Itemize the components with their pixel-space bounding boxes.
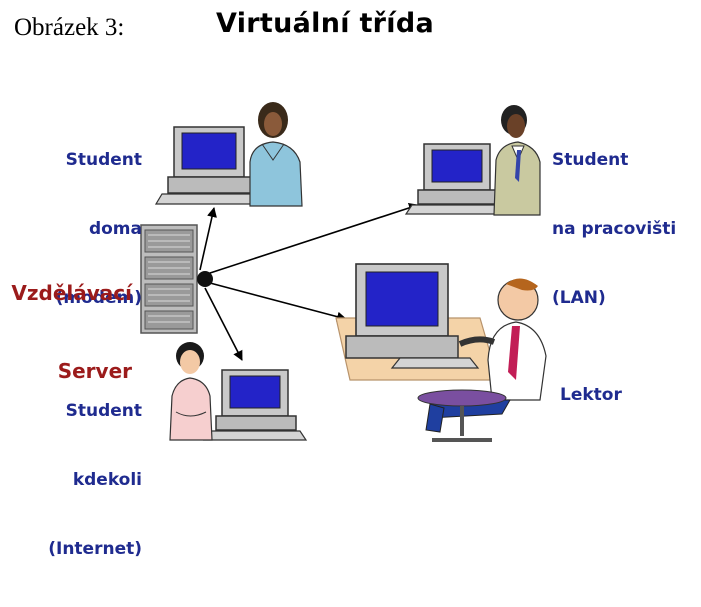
student-home-computer-icon: [154, 126, 268, 205]
lecturer-computer-icon: [335, 263, 499, 381]
diagram-canvas: [140, 102, 547, 442]
label-lecturer: Lektor: [560, 385, 622, 405]
connections: [199, 203, 419, 361]
arrow-to-student-home: [199, 207, 217, 271]
label-student-anywhere: Student kdekoli (Internet): [48, 401, 142, 559]
network-hub-icon: [197, 271, 213, 287]
student-home-person-icon: [249, 102, 303, 207]
label-student-work: Student na pracovišti (LAN): [552, 150, 677, 308]
student-anywhere-person-icon: [169, 342, 213, 441]
student-anywhere-computer-icon: [202, 369, 308, 441]
server-tower-icon: [140, 224, 198, 334]
student-work-computer-icon: [404, 143, 508, 215]
arrow-to-student-work: [206, 203, 419, 275]
lecturer-person-icon: [417, 278, 547, 442]
figure-title: Virtuální třída: [216, 8, 434, 39]
arrow-to-lecturer: [209, 282, 347, 322]
label-student-home: Student doma (modem): [55, 150, 142, 308]
figure-caption: Obrázek 3:: [14, 14, 125, 41]
label-server: Vzdělávací Server: [11, 281, 132, 383]
student-work-person-icon: [493, 105, 541, 216]
arrow-to-student-anywhere: [204, 287, 243, 361]
virtual-classroom-diagram: Obrázek 3: Virtuální třída: [11, 8, 677, 559]
